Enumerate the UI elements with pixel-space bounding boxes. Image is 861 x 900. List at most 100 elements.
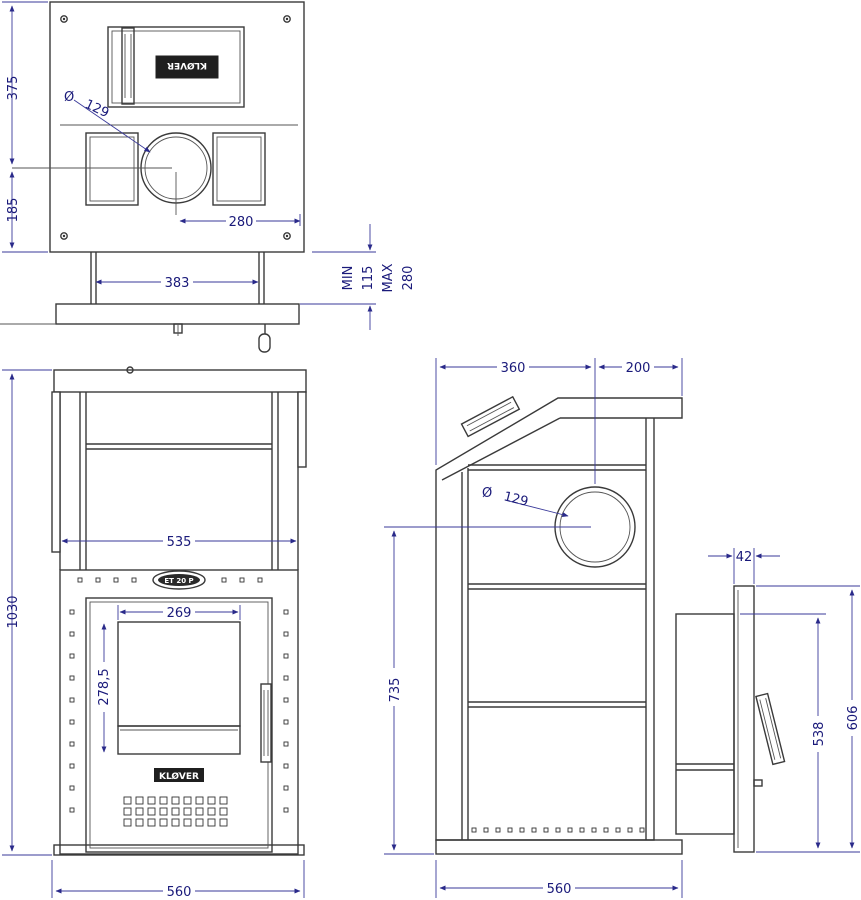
rivet xyxy=(69,807,75,813)
brand-plate-front: KLØVER xyxy=(154,768,204,782)
front-top-cap xyxy=(53,369,307,393)
dim-side-360: 360 xyxy=(501,361,526,376)
rivet xyxy=(69,785,75,791)
brand-plate-top-text: KLØVER xyxy=(167,60,207,71)
rivet xyxy=(471,827,477,833)
side-dimensions: 360 200 Ø 129 735 42 538 606 560 xyxy=(384,358,861,898)
dim-side-42: 42 xyxy=(736,550,753,565)
vent-slot xyxy=(183,796,192,805)
vent-slot xyxy=(207,807,216,816)
rivet xyxy=(69,763,75,769)
dim-side-dia-value: 129 xyxy=(502,489,530,510)
vent-slot xyxy=(207,796,216,805)
rivet xyxy=(495,827,501,833)
dim-side-560: 560 xyxy=(547,882,572,897)
dim-side-dia-symbol: Ø xyxy=(482,486,492,501)
vent-slot xyxy=(159,807,168,816)
top-control-panel xyxy=(107,26,245,108)
vent-slot xyxy=(159,796,168,805)
vent-slot xyxy=(183,818,192,827)
front-dimensions: 1030 535 269 278,5 560 xyxy=(2,369,305,900)
top-plate xyxy=(49,1,305,253)
dim-front-560: 560 xyxy=(167,885,192,900)
dim-front-278-5: 278,5 xyxy=(97,668,112,705)
rivet xyxy=(603,827,609,833)
rivet xyxy=(543,827,549,833)
right-opening xyxy=(212,132,266,206)
vent-slot xyxy=(219,796,228,805)
rivet xyxy=(283,609,289,615)
vent-slot xyxy=(123,796,132,805)
front-rivets xyxy=(69,577,289,813)
vent-slot xyxy=(135,796,144,805)
dim-top-375: 375 xyxy=(6,76,21,101)
rivet xyxy=(69,631,75,637)
top-handle-side xyxy=(460,395,521,438)
rivet xyxy=(283,807,289,813)
top-view: KLØVER xyxy=(0,1,305,353)
vent-slot xyxy=(195,796,204,805)
brand-plate-front-text: KLØVER xyxy=(159,771,199,782)
base-plate xyxy=(55,303,300,325)
rivet xyxy=(69,675,75,681)
rivet xyxy=(519,827,525,833)
side-roof xyxy=(435,397,683,488)
rivet xyxy=(283,631,289,637)
vent-slot xyxy=(219,818,228,827)
stove-door xyxy=(85,597,273,853)
rivet xyxy=(257,577,263,583)
rivet xyxy=(283,653,289,659)
door-glass xyxy=(117,621,241,727)
air-vent-grid xyxy=(123,796,228,827)
side-view xyxy=(435,395,786,855)
rivet xyxy=(615,827,621,833)
left-side-handle xyxy=(51,391,61,553)
rivet xyxy=(555,827,561,833)
vent-slot xyxy=(219,807,228,816)
vent-slot xyxy=(135,807,144,816)
rivet xyxy=(221,577,227,583)
rivet xyxy=(591,827,597,833)
rivet xyxy=(69,609,75,615)
side-door-handle xyxy=(755,692,786,766)
vent-slot xyxy=(195,807,204,816)
dim-min-value: 115 xyxy=(361,266,376,291)
dim-side-606: 606 xyxy=(846,706,861,731)
front-lower-body xyxy=(59,569,299,855)
vent-slot xyxy=(123,818,132,827)
vent-slot xyxy=(147,796,156,805)
rivet xyxy=(131,577,137,583)
vent-slot xyxy=(183,807,192,816)
model-badge-text: ET 20 P xyxy=(164,577,193,585)
rivet xyxy=(283,697,289,703)
vent-slot xyxy=(147,818,156,827)
dim-front-1030: 1030 xyxy=(6,595,21,628)
dim-min-label: MIN xyxy=(341,266,356,291)
dim-max-label: MAX xyxy=(381,263,396,292)
brand-plate-top: KLØVER xyxy=(155,55,219,79)
rivet xyxy=(77,577,83,583)
vent-slot xyxy=(147,807,156,816)
vent-slot xyxy=(123,807,132,816)
dim-front-269: 269 xyxy=(167,606,192,621)
top-dimensions: 375 185 Ø 129 280 383 MIN 115 MAX 280 xyxy=(2,1,416,330)
dim-top-dia-value: 129 xyxy=(82,97,111,121)
dim-top-280: 280 xyxy=(229,215,254,230)
vent-slot xyxy=(135,818,144,827)
rivet xyxy=(239,577,245,583)
dim-front-535: 535 xyxy=(167,535,192,550)
side-rivets xyxy=(471,827,645,833)
side-door-front xyxy=(733,585,755,853)
rivet xyxy=(579,827,585,833)
rivet xyxy=(283,675,289,681)
rivet xyxy=(283,763,289,769)
vent-slot xyxy=(171,807,180,816)
dim-side-538: 538 xyxy=(812,722,827,747)
dim-side-735: 735 xyxy=(388,678,403,703)
dim-top-185: 185 xyxy=(6,198,21,223)
top-screws xyxy=(60,15,291,240)
vent-slot xyxy=(171,818,180,827)
rivet xyxy=(283,741,289,747)
rivet xyxy=(627,827,633,833)
